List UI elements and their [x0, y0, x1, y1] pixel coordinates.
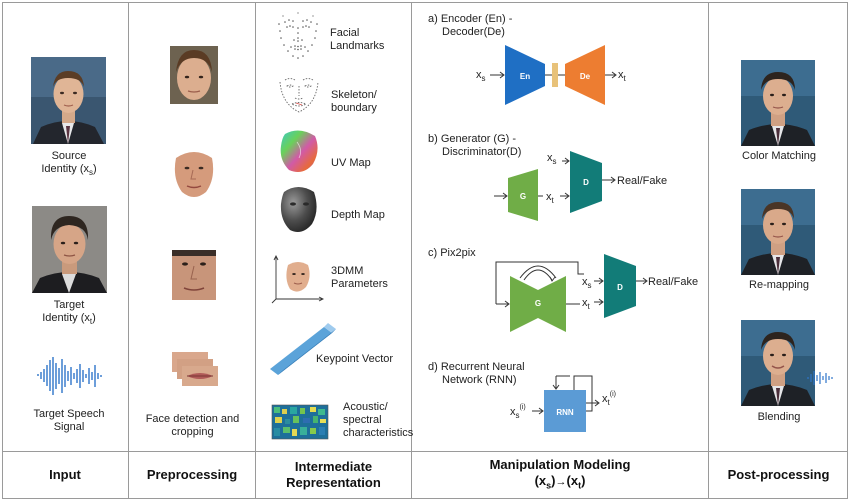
divider-3 [411, 2, 412, 498]
3dmm-parameters-label: 3DMM Parameters [331, 265, 388, 290]
speech-waveform-icon [37, 357, 102, 395]
skeleton-boundary-label: Skeleton/ boundary [331, 89, 377, 114]
3dmm-parameters-icon [271, 254, 325, 304]
speech-signal-caption: Target Speech Signal [33, 408, 105, 433]
gan-diagram: G D xs xt Real/Fake [494, 151, 667, 221]
target-identity-image [32, 206, 107, 293]
pix2pix-generator-label: G [535, 299, 541, 308]
divider-1 [128, 2, 129, 498]
color-matching-caption: Color Matching [742, 150, 816, 162]
cropped-source-face-image [170, 46, 218, 104]
rnn-block [544, 390, 586, 432]
depth-map-label: Depth Map [331, 209, 385, 221]
encoder-decoder-diagram: En De xs xt [476, 45, 627, 105]
re-mapping-image [741, 189, 815, 275]
color-matching-image [741, 60, 815, 146]
divider-4 [708, 2, 709, 498]
bottleneck-block [552, 63, 558, 87]
keypoint-vector-icon [270, 323, 336, 375]
acoustic-spectral-label: Acoustic/ spectral characteristics [343, 401, 414, 439]
masked-face-image [174, 152, 214, 197]
rnn-title: d) Recurrent Neural Network (RNN) [428, 361, 525, 386]
pix2pix-real-input-label: xs [582, 276, 592, 290]
pix2pix-title: c) Pix2pix [428, 247, 476, 259]
source-identity-caption: Source Identity (xs) [41, 150, 97, 178]
facial-landmarks-icon [278, 12, 318, 59]
gan-output-label: Real/Fake [617, 175, 667, 187]
target-identity-caption: Target Identity (xt) [42, 299, 96, 327]
manipulation-header-formula: (xs)→(xt) [534, 472, 586, 491]
mouth-crops-image [172, 352, 218, 386]
discriminator-block [570, 151, 602, 213]
blending-image [741, 320, 815, 406]
encoder-label: En [520, 72, 530, 81]
pix2pix-discriminator-label: D [617, 283, 623, 292]
rnn-output-label: xt(i) [602, 391, 616, 407]
divider-2 [255, 2, 256, 498]
input-column-header: Input [49, 467, 81, 482]
rnn-label: RNN [556, 408, 574, 417]
discriminator-label: D [583, 178, 589, 187]
rnn-diagram: RNN xs(i) xt(i) [510, 375, 616, 432]
encoder-decoder-title: a) Encoder (En) - Decoder(De) [428, 13, 513, 38]
manipulation-column-header: Manipulation Modeling (xs)→(xt) [412, 452, 708, 498]
preprocessing-caption: Face detection and cropping [145, 413, 240, 438]
gan-generated-label: xt [546, 191, 555, 205]
generator-block [508, 169, 538, 221]
keypoint-vector-label: Keypoint Vector [316, 353, 394, 365]
preprocessing-column-header: Preprocessing [146, 467, 238, 482]
rnn-input-label: xs(i) [510, 404, 526, 420]
re-mapping-caption: Re-mapping [749, 279, 809, 291]
intermediate-column-header: Intermediate Representation [286, 459, 381, 490]
pix2pix-diagram: G D xs xt Real/Fake [495, 254, 698, 332]
pix2pix-generated-label: xt [582, 297, 591, 311]
decoder-output-label: xt [618, 69, 627, 83]
cropped-target-face-image [172, 250, 216, 300]
blending-caption: Blending [757, 411, 801, 423]
post-processing-column-header: Post-processing [727, 467, 830, 482]
pix2pix-generator-block [510, 276, 566, 332]
uv-map-icon [280, 130, 318, 172]
footer-divider [2, 451, 848, 452]
gan-real-input-label: xs [547, 152, 557, 166]
blending-waveform-icon [807, 371, 833, 385]
generator-label: G [520, 192, 526, 201]
uv-map-label: UV Map [331, 157, 371, 169]
spectrogram-icon [271, 404, 329, 440]
depth-map-icon [280, 187, 317, 232]
pix2pix-discriminator-block [604, 254, 636, 318]
decoder-label: De [580, 72, 591, 81]
gan-title: b) Generator (G) - Discriminator(D) [428, 133, 522, 158]
pix2pix-output-label: Real/Fake [648, 276, 698, 288]
facial-landmarks-label: Facial Landmarks [330, 27, 385, 52]
source-identity-image [31, 57, 106, 144]
decoder-block [565, 45, 605, 105]
skeleton-boundary-icon [279, 78, 319, 113]
encoder-input-label: xs [476, 69, 486, 83]
encoder-block [505, 45, 545, 105]
